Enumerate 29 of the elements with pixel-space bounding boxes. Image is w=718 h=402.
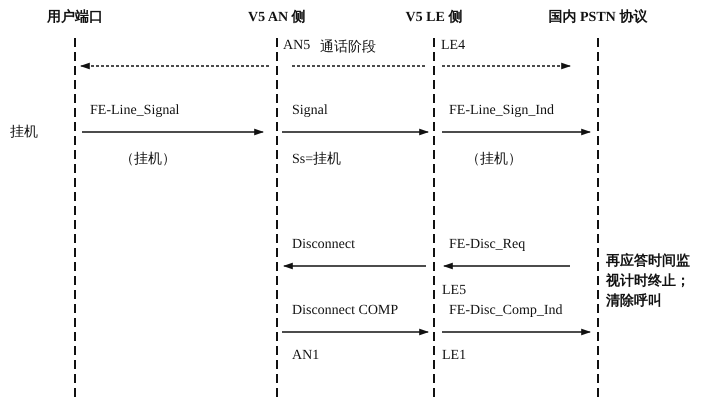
message-arrow xyxy=(82,128,264,136)
message-arrow xyxy=(442,328,591,336)
message-arrow xyxy=(442,128,591,136)
annotation-text: AN1 xyxy=(292,348,320,364)
message-arrow xyxy=(282,128,429,136)
message-arrow xyxy=(443,262,570,270)
message-label: Signal xyxy=(292,103,328,119)
message-arrow xyxy=(283,262,426,270)
annotation-text: LE4 xyxy=(441,38,466,54)
lifeline-header: 国内 PSTN 协议 xyxy=(548,8,648,26)
message-label: FE-Line_Signal xyxy=(90,103,180,119)
message-label: 通话阶段 xyxy=(320,38,376,56)
annotation-text: LE1 xyxy=(442,348,466,364)
annotation-text: （挂机） xyxy=(466,150,522,168)
lifeline-header: V5 LE 侧 xyxy=(406,8,462,26)
annotation-text: 挂机 xyxy=(10,124,38,141)
annotation-text: Ss=挂机 xyxy=(292,150,342,168)
annotation-text: AN5 xyxy=(283,38,310,54)
annotation-text: LE5 xyxy=(442,283,466,299)
message-arrow xyxy=(282,328,429,336)
lifeline-header: 用户端口 xyxy=(47,8,103,26)
note-text: 再应答时间监视计时终止；清除呼叫 xyxy=(606,252,691,311)
message-label: FE-Disc_Comp_Ind xyxy=(449,303,563,319)
message-arrow xyxy=(80,62,269,70)
message-label: FE-Disc_Req xyxy=(449,237,526,253)
message-arrow xyxy=(442,62,571,70)
lifeline-header: V5 AN 侧 xyxy=(248,8,306,26)
annotation-text: （挂机） xyxy=(120,150,176,168)
message-label: FE-Line_Sign_Ind xyxy=(449,103,554,119)
